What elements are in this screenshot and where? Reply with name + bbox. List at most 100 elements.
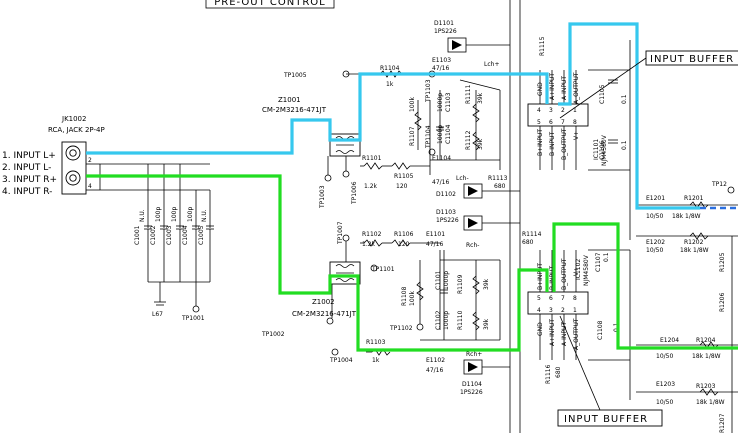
pin-number: 1 <box>573 107 577 114</box>
r1201-label: R1201 <box>684 195 704 202</box>
r1101-label: R1101 <box>362 155 382 162</box>
e1202-label: E1202 <box>646 239 665 246</box>
pin-number: 3 <box>549 307 553 314</box>
left-channel-output-path <box>558 22 700 210</box>
ic1102-pin-aout: A_OUTPUT <box>573 318 580 350</box>
e1104-label: E1104 <box>432 155 451 162</box>
ic1102-label: IC1102 <box>575 259 582 280</box>
ic1102-pn-label: NJM4580V <box>583 254 590 286</box>
c1101-label: C1101 <box>435 270 442 290</box>
c1005-label: C1005 <box>198 225 205 245</box>
c1105-v-label: 0.1 <box>621 94 628 104</box>
r1106-v-label: 120 <box>398 241 410 248</box>
left-channel-wiring: R1104 1k R1101 1.2k R1105 120 R1107 100k… <box>346 0 546 433</box>
tp1102-label: TP1102 <box>389 325 413 332</box>
r1204-label: R1204 <box>696 337 716 344</box>
input-capacitors: L67 C1001 C1002 C1003 C1004 C1005 N.U. 1… <box>100 163 214 322</box>
c1004-label: C1004 <box>182 225 189 245</box>
pin-number: 5 <box>537 295 541 302</box>
pin-number: 8 <box>573 295 577 302</box>
tp1005-label: TP1005 <box>283 72 307 79</box>
c-nu-label: N.U. <box>201 209 208 222</box>
pin1-label: 1. INPUT L+ <box>2 151 56 161</box>
pin-number: 6 <box>549 295 553 302</box>
e1103-v-label: 47/16 <box>432 65 449 72</box>
ic1101-pin-ainp: A+INPUT <box>549 73 556 100</box>
ic1101-pin-ainm: A-INPUT <box>561 76 568 100</box>
c1106-v-label: 0.1 <box>621 140 628 150</box>
header-box <box>205 0 335 9</box>
pin-number: 3 <box>549 107 553 114</box>
test-points: TP1003 TP1006 TP1007 TP1002 TP1004 TP100… <box>261 70 735 364</box>
c1105-label: C1105 <box>599 84 606 104</box>
ic1101-pin-vp: V+ <box>573 131 580 140</box>
ic1102-pin-ainm: A-INPUT <box>561 322 568 346</box>
d1101-label: D1101 <box>434 20 454 27</box>
pin-number: 7 <box>561 119 565 126</box>
header-title: PRE-OUT CONTROL <box>214 0 326 8</box>
jack-desc-label: RCA, JACK 2P-4P <box>48 126 105 134</box>
r1113-label: R1113 <box>488 175 508 182</box>
d1102-label: D1102 <box>436 191 456 198</box>
c1003-label: C1003 <box>166 225 173 245</box>
c1101-v-label: 1000p <box>443 271 450 290</box>
c1107-v-label: 0.1 <box>603 252 610 262</box>
right-channel-path <box>86 174 549 352</box>
tp1003-label: TP1003 <box>319 185 326 209</box>
r1202-v-label: 18k 1/8W <box>680 247 709 254</box>
pin-number: 4 <box>537 307 541 314</box>
e1101-v-label: 47/16 <box>426 241 443 248</box>
r1112-label: R1112 <box>465 130 472 150</box>
left-channel-path <box>86 72 549 155</box>
pin-number: 5 <box>537 119 541 126</box>
ic1102-pin-ainp: A+INPUT <box>549 319 556 346</box>
pin3-label: 3. INPUT R+ <box>2 175 57 185</box>
r1101-v-label: 1.2k <box>364 183 378 190</box>
pin-number: 2 <box>561 307 565 314</box>
ic1101-pin-gnd: GND <box>537 82 544 96</box>
r1111-v-label: 39k <box>477 92 484 104</box>
r1102-v-label: 1.2k <box>362 241 376 248</box>
e1202-v-label: 10/50 <box>646 247 663 254</box>
d1104-pn-label: 1PS226 <box>460 389 483 396</box>
r1116-v-label: 680 <box>555 366 562 378</box>
r1105-v-label: 120 <box>396 183 408 190</box>
c-100p-label: 100p <box>171 207 178 222</box>
right-channel-output-path <box>552 222 738 350</box>
svg-text:4: 4 <box>88 183 92 190</box>
tp1002-label: TP1002 <box>261 331 285 338</box>
r1204-v-label: 18k 1/8W <box>692 353 721 360</box>
tp1103-label: TP1103 <box>425 79 432 103</box>
e1204-v-label: 10/50 <box>656 353 673 360</box>
ic1101-pin-aout: A_OUTPUT <box>573 72 580 104</box>
pin-number: 1 <box>573 307 577 314</box>
tp12-label: TP12 <box>711 181 727 188</box>
tp1001-label: TP1001 <box>181 315 205 322</box>
c1106-label: C1106 <box>599 140 606 160</box>
svg-text:2: 2 <box>88 157 92 164</box>
z1002-filter: Z1002 CM-2M3216-471JT <box>292 261 361 318</box>
c1103-label: C1103 <box>445 92 452 112</box>
r1207-label: R1207 <box>719 413 726 433</box>
l67-label: L67 <box>152 311 163 318</box>
r1103-v-label: 1k <box>372 357 380 364</box>
d1103-label: D1103 <box>436 209 456 216</box>
e1201-label: E1201 <box>646 195 665 202</box>
ic1101-pn-label: NJM4580V <box>601 134 608 166</box>
pin-number: 2 <box>561 107 565 114</box>
c-100p-label: 100p <box>187 207 194 222</box>
r1104-label: R1104 <box>380 65 400 72</box>
c-nu-label: N.U. <box>139 209 146 222</box>
c1104-v-label: 1000p <box>437 125 444 144</box>
c1102-label: C1102 <box>435 310 442 330</box>
tp1006-label: TP1006 <box>351 181 358 205</box>
ic1102-pin-vp: V+ <box>573 267 580 276</box>
ic-pin-numbers: 4 3 2 1 5 6 7 8 5 6 7 8 4 3 2 1 <box>537 107 577 314</box>
lch-plus-label: Lch+ <box>484 61 499 68</box>
e1204-label: E1204 <box>660 337 679 344</box>
ic1101-pin-binp: B+INPUT <box>537 129 544 156</box>
c1104-label: C1104 <box>445 124 452 144</box>
e1203-label: E1203 <box>656 381 675 388</box>
r1202-label: R1202 <box>684 239 704 246</box>
r1107-label: R1107 <box>409 126 416 146</box>
